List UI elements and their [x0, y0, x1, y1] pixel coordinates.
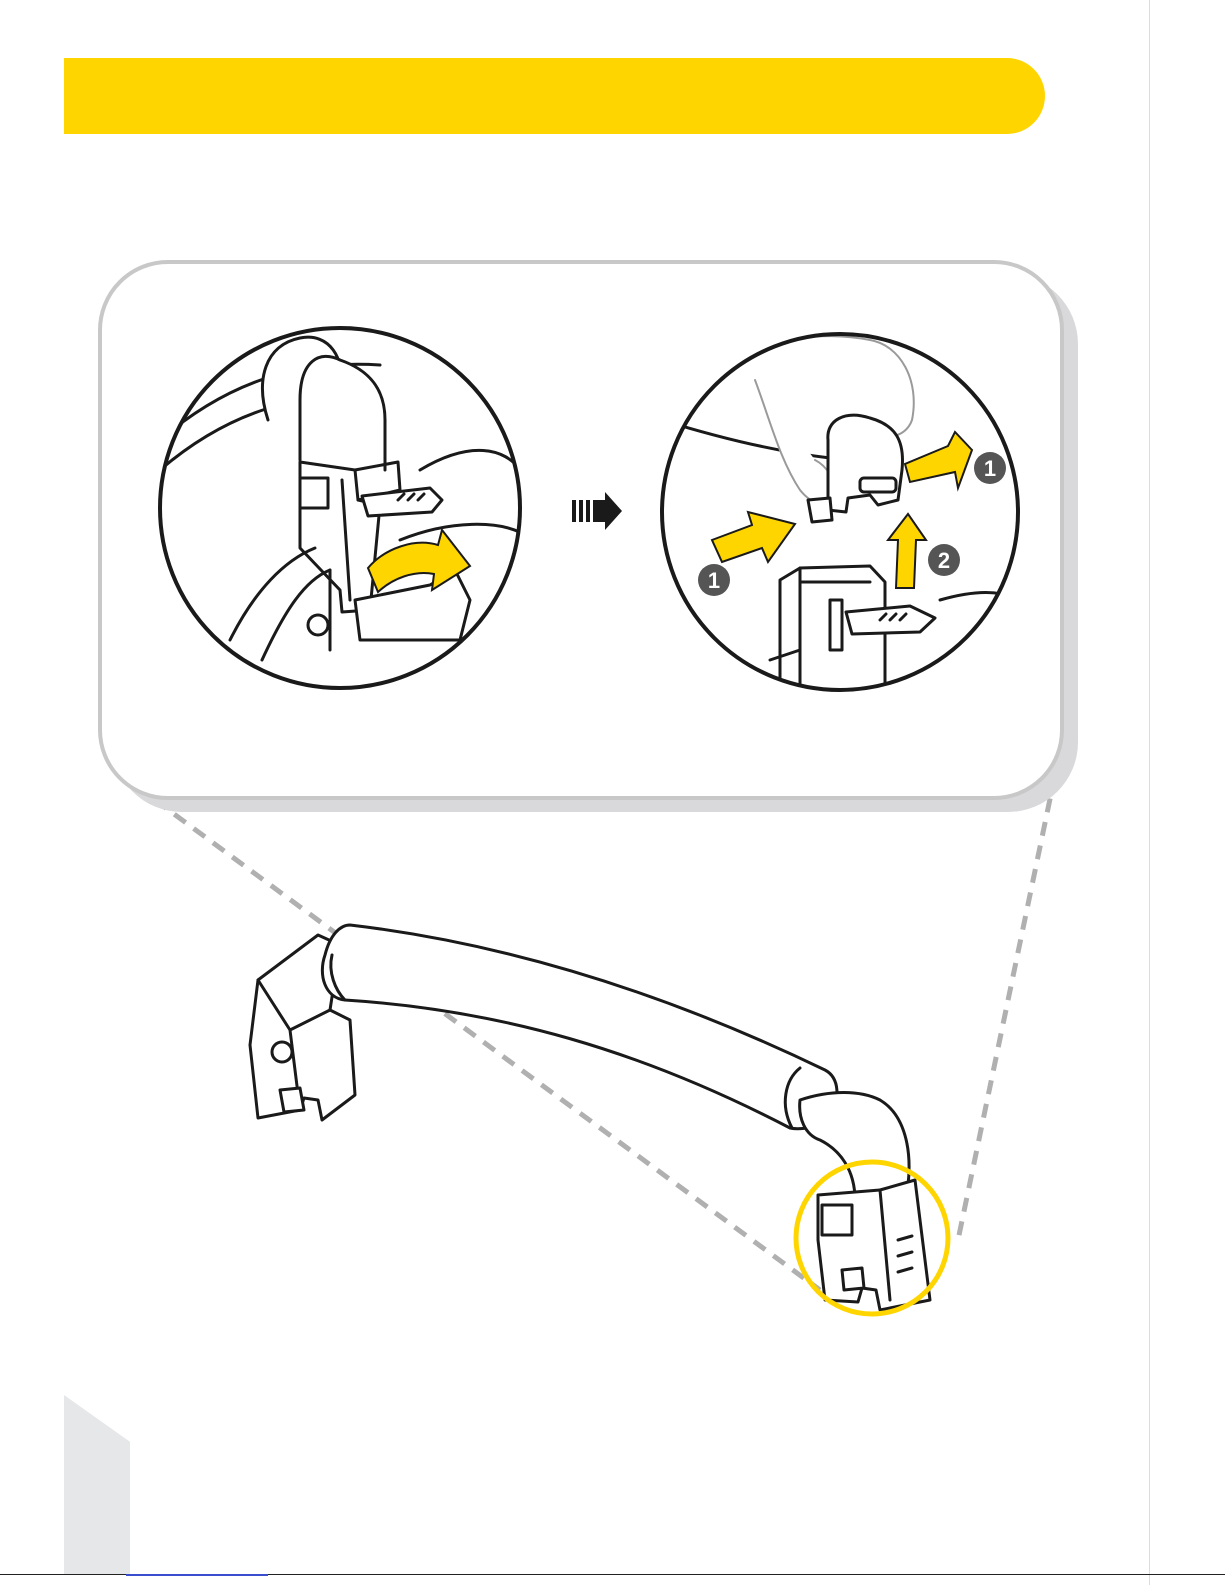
step-badge-1-right: 1 [974, 452, 1006, 484]
zoom-guide-right [958, 775, 1055, 1240]
step-badge-2: 2 [928, 544, 960, 576]
handle-grip [322, 925, 837, 1129]
handle-right-bracket [818, 1180, 930, 1310]
detail-circle-detach [662, 334, 1020, 690]
step-badge-1-left: 1 [698, 564, 730, 596]
detail-circle-release [160, 328, 525, 688]
step-badge-number: 1 [708, 568, 720, 593]
page-bottom-link-mark [126, 1574, 268, 1576]
step-badge-number: 2 [938, 548, 950, 573]
step-badge-number: 1 [984, 456, 996, 481]
